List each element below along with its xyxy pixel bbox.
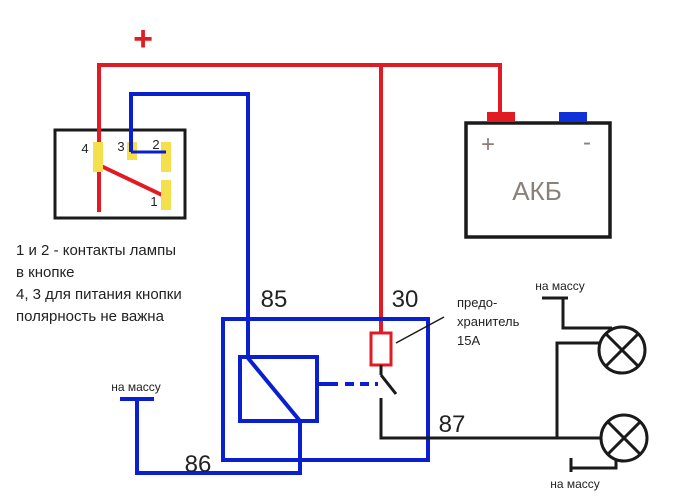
fuse-callout-line xyxy=(395,316,445,344)
fuse xyxy=(369,331,393,367)
battery-negative-terminal xyxy=(559,112,587,122)
button-housing xyxy=(53,128,187,220)
button-contact-4 xyxy=(93,142,103,172)
battery-minus-mark: - xyxy=(583,129,591,156)
button-pin-2-label: 2 xyxy=(152,137,159,152)
button-internal-link xyxy=(98,163,163,197)
button-contact-1 xyxy=(161,180,171,210)
lamp-top-ground-wire xyxy=(561,298,612,330)
lamp-top-ground-label: на массу xyxy=(535,279,585,293)
relay-body xyxy=(221,317,430,462)
button-contact-2 xyxy=(161,142,171,172)
relay-pin-30-label: 30 xyxy=(392,286,419,313)
note-line-4: полярность не важна xyxy=(16,308,164,325)
relay-pin-85-label: 85 xyxy=(261,286,288,313)
lamp-top xyxy=(597,325,647,375)
button-pin-3-label: 3 xyxy=(117,139,124,154)
relay-switch-contact xyxy=(379,374,398,395)
battery-plus-mark: + xyxy=(481,131,495,158)
relay-87-to-lamps-wire xyxy=(379,341,600,440)
battery-label: АКБ xyxy=(512,176,562,206)
battery-body xyxy=(464,121,612,239)
note-line-1: 1 и 2 - контакты лампы xyxy=(16,242,176,259)
relay-86-ground-wire xyxy=(135,400,302,475)
fuse-label-line-3: 15А xyxy=(457,333,480,348)
fuse-label-line-2: хранитель xyxy=(457,314,520,329)
relay-coil-winding xyxy=(246,356,302,423)
note-line-2: в кнопке xyxy=(16,264,75,281)
note-line-3: 4, 3 для питания кнопки xyxy=(16,286,182,303)
lamp-bottom-ground-label: на массу xyxy=(550,477,600,491)
relay-pin-86-label: 86 xyxy=(185,451,212,478)
button-pin-1-label: 1 xyxy=(150,194,157,209)
positive-main-wire xyxy=(97,63,502,212)
relay-coil xyxy=(238,355,319,423)
battery-positive-terminal xyxy=(487,112,515,122)
fuse-label-line-1: предо- xyxy=(457,295,497,310)
lamp-bottom xyxy=(599,413,649,463)
relay-pin-87-label: 87 xyxy=(439,411,466,438)
button-to-relay-85-wire xyxy=(129,92,250,358)
button-pin-4-label: 4 xyxy=(81,141,88,156)
positive-plus-sign: + xyxy=(133,20,153,58)
button-notes: 1 и 2 - контакты лампы в кнопке 4, 3 для… xyxy=(16,240,182,328)
relay-ground-label: на массу xyxy=(111,380,161,394)
